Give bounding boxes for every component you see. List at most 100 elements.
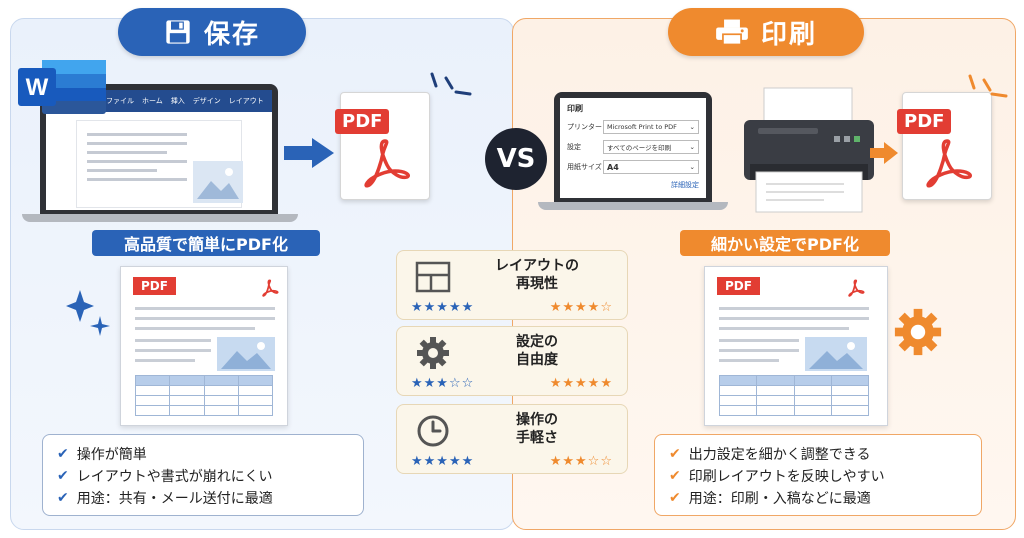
print-benefit-item: ✔ 用途：印刷・入稿などに最適	[669, 487, 967, 509]
word-logo-letter: W	[26, 74, 49, 101]
word-menu-insert: 挿入	[170, 97, 185, 105]
chevron-down-icon: ⌄	[689, 163, 695, 171]
print-benefit-text: 用途：印刷・入稿などに最適	[688, 491, 871, 507]
print-laptop-base	[538, 202, 728, 210]
doc-table	[718, 375, 870, 416]
save-pdf-document: PDF	[120, 266, 288, 426]
check-icon: ✔	[669, 468, 681, 484]
print-dialog-title: 印刷	[567, 104, 583, 113]
pdf-file-icon-right: PDF	[897, 92, 992, 200]
clock-icon	[417, 415, 449, 447]
check-icon: ✔	[57, 490, 69, 506]
gear-icon-right	[894, 308, 942, 356]
floppy-disk-icon	[166, 20, 190, 44]
acrobat-small-icon	[262, 279, 279, 297]
doc-pdf-tag: PDF	[717, 277, 760, 295]
word-logo-icon: W	[18, 60, 106, 114]
save-stars: ★★★☆☆	[411, 376, 475, 391]
save-title: 保存	[118, 8, 306, 56]
save-benefit-item: ✔ 操作が簡単	[57, 443, 349, 465]
doc-line	[719, 327, 849, 330]
save-stars: ★★★★★	[411, 300, 475, 315]
doc-pdf-tag: PDF	[133, 277, 176, 295]
doc-line	[719, 339, 799, 342]
pdf-file-icon-left: PDF	[335, 92, 430, 200]
save-benefit-item: ✔ 用途：共有・メール送付に最適	[57, 487, 349, 509]
save-benefit-text: 操作が簡単	[76, 447, 147, 463]
layout-icon	[415, 261, 451, 293]
criterion-name: レイアウトの再現性	[495, 258, 579, 292]
word-menu-layout: レイアウト	[228, 97, 264, 105]
doc-line	[135, 317, 275, 320]
arrow-right-icon	[870, 142, 898, 164]
doc-line	[135, 327, 255, 330]
criterion-card-ease: 操作の手軽さ ★★★★★ ★★★☆☆	[396, 404, 628, 474]
print-stars: ★★★★☆	[549, 300, 613, 315]
save-benefit-item: ✔ レイアウトや書式が崩れにくい	[57, 465, 349, 487]
pdf-label: PDF	[897, 109, 952, 134]
print-banner: 細かい設定でPDF化	[680, 230, 890, 256]
word-laptop-base	[22, 214, 298, 222]
doc-image-placeholder	[217, 337, 275, 371]
paper-label: 用紙サイズ	[567, 163, 602, 171]
setting-label: 設定	[567, 143, 581, 151]
print-stars: ★★★★★	[549, 376, 613, 391]
print-benefit-item: ✔ 印刷レイアウトを反映しやすい	[669, 465, 967, 487]
sparkle-lines-icon-right	[968, 74, 1008, 98]
save-stars: ★★★★★	[411, 454, 475, 469]
save-title-text: 保存	[203, 19, 260, 50]
acrobat-icon	[926, 139, 972, 188]
doc-table	[134, 375, 274, 416]
save-banner: 高品質で簡単にPDF化	[92, 230, 320, 256]
gear-icon	[417, 337, 449, 369]
doc-line	[135, 359, 195, 362]
print-stars: ★★★☆☆	[549, 454, 613, 469]
check-icon: ✔	[57, 468, 69, 484]
paper-select[interactable]: A4⌄	[603, 160, 699, 174]
save-benefit-text: 用途：共有・メール送付に最適	[76, 491, 273, 507]
doc-line	[719, 359, 779, 362]
printer-icon	[716, 19, 748, 46]
word-menu-design: デザイン	[192, 97, 221, 105]
print-pdf-document: PDF	[704, 266, 888, 426]
printer-illustration	[744, 87, 874, 213]
word-menu-file: ファイル	[106, 97, 134, 105]
advanced-settings-link[interactable]: 詳細設定	[671, 181, 699, 189]
criterion-card-settings: 設定の自由度 ★★★☆☆ ★★★★★	[396, 326, 628, 396]
criterion-name: 操作の手軽さ	[516, 412, 558, 446]
check-icon: ✔	[57, 446, 69, 462]
paper-row: 用紙サイズ A4⌄	[567, 160, 699, 174]
doc-line	[719, 317, 869, 320]
print-title: 印刷	[668, 8, 864, 56]
sparkle-lines-icon-left	[430, 72, 472, 96]
criterion-card-layout: レイアウトの再現性 ★★★★★ ★★★★☆	[396, 250, 628, 320]
doc-line	[135, 339, 211, 342]
criterion-name: 設定の自由度	[516, 334, 558, 368]
doc-line	[135, 307, 275, 310]
check-icon: ✔	[669, 490, 681, 506]
setting-select[interactable]: すべてのページを印刷⌄	[603, 140, 699, 154]
vs-badge: VS	[485, 128, 547, 190]
word-text-lines	[87, 127, 187, 187]
acrobat-small-icon	[848, 279, 865, 297]
print-benefits-card: ✔ 出力設定を細かく調整できる ✔ 印刷レイアウトを反映しやすい ✔ 用途：印刷・入稿…	[654, 434, 982, 516]
save-benefit-text: レイアウトや書式が崩れにくい	[76, 469, 273, 485]
word-image-placeholder	[193, 161, 243, 203]
check-icon: ✔	[669, 446, 681, 462]
setting-row: 設定 すべてのページを印刷⌄	[567, 140, 699, 154]
word-document	[76, 120, 243, 208]
word-menu-home: ホーム	[142, 97, 163, 105]
sparkle-icon	[66, 290, 110, 336]
print-benefit-text: 出力設定を細かく調整できる	[688, 447, 871, 463]
doc-line	[135, 349, 211, 352]
print-benefit-text: 印刷レイアウトを反映しやすい	[688, 469, 885, 485]
save-benefits-card: ✔ 操作が簡単 ✔ レイアウトや書式が崩れにくい ✔ 用途：共有・メール送付に最適	[42, 434, 364, 516]
acrobat-icon	[364, 139, 410, 188]
printer-label: プリンター	[567, 123, 602, 131]
printer-select[interactable]: Microsoft Print to PDF⌄	[603, 120, 699, 134]
chevron-down-icon: ⌄	[689, 143, 695, 151]
chevron-down-icon: ⌄	[689, 123, 695, 131]
doc-line	[719, 307, 869, 310]
print-dialog: 印刷 プリンター Microsoft Print to PDF⌄ 設定 すべての…	[560, 98, 706, 198]
printer-row: プリンター Microsoft Print to PDF⌄	[567, 120, 699, 134]
